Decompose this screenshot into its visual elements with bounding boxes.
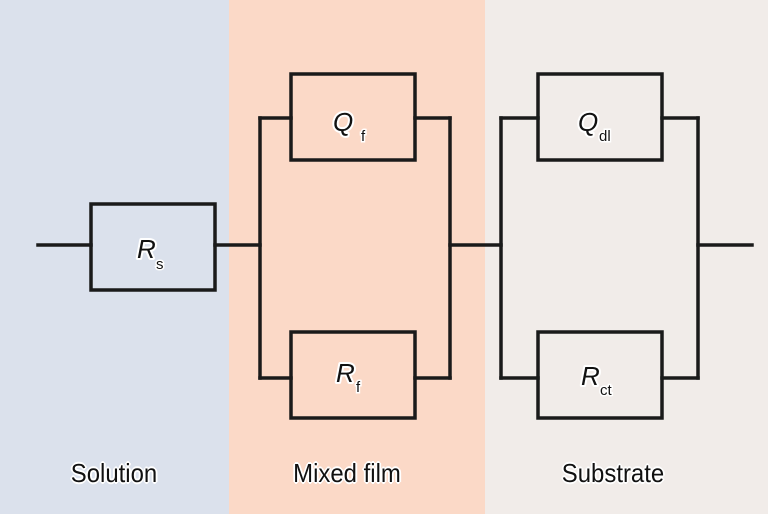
resistor-Rs-box xyxy=(89,202,217,292)
cpe-Qdl-box xyxy=(536,72,664,162)
component-Rs: R s xyxy=(89,202,217,292)
region-label-mixed-film: Mixed film xyxy=(293,458,401,488)
Qf-subscript: f xyxy=(361,128,366,145)
Rct-symbol: R xyxy=(581,361,600,391)
region-label-solution: Solution xyxy=(70,458,158,488)
Rs-symbol: R xyxy=(137,234,156,264)
Rs-subscript: s xyxy=(156,256,164,273)
Rf-symbol: R xyxy=(336,358,355,388)
Qf-symbol: Q xyxy=(333,107,353,137)
component-Rct: R ct xyxy=(536,330,664,420)
Qdl-subscript: dl xyxy=(599,128,611,145)
Qdl-symbol: Q xyxy=(578,107,598,137)
component-Rf: R f xyxy=(289,330,417,420)
component-Qdl: Q dl xyxy=(536,72,664,162)
resistor-Rct-box xyxy=(536,330,664,420)
region-substrate xyxy=(485,0,768,514)
region-mixed-film xyxy=(229,0,485,514)
component-Qf: Q f xyxy=(289,72,417,162)
region-solution xyxy=(0,0,229,514)
resistor-Rf-box xyxy=(289,330,417,420)
Rf-subscript: f xyxy=(356,379,361,396)
region-label-substrate: Substrate xyxy=(561,458,665,488)
Rct-subscript: ct xyxy=(600,382,613,399)
